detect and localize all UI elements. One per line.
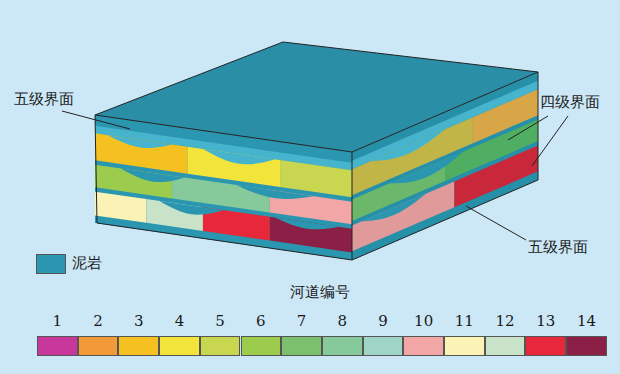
layer-patch (352, 181, 454, 251)
color-bar-cell (566, 336, 607, 356)
color-bar-cell (241, 336, 282, 356)
legend-text: 泥岩 (72, 254, 102, 272)
mud-mound (108, 135, 172, 148)
channel-number: 8 (337, 312, 347, 330)
mud-mound (389, 152, 463, 184)
color-bar-cell (159, 336, 200, 356)
channel-number: 11 (455, 312, 474, 330)
color-bar-cell (78, 336, 119, 356)
channel-number: 13 (536, 312, 555, 330)
channel-number: 3 (134, 312, 144, 330)
leader-line (508, 116, 548, 140)
layer-patch (352, 72, 538, 260)
block-edge (95, 72, 538, 152)
mud-mound (361, 193, 426, 221)
color-bar-cell (403, 336, 444, 356)
color-bar-cell (118, 336, 159, 356)
interface-label: 五级界面 (528, 238, 588, 256)
color-bar-cell (525, 336, 566, 356)
layer-patch (270, 217, 352, 253)
mud-mound (371, 129, 445, 161)
color-bar-cell (281, 336, 322, 356)
layer-patch (95, 115, 352, 260)
channel-number: 5 (215, 312, 225, 330)
mud-mound (121, 168, 185, 182)
channel-number: 12 (496, 312, 515, 330)
channel-number: 7 (297, 312, 307, 330)
color-bar-cell (485, 336, 526, 356)
layer-patch (95, 192, 146, 223)
block-outline (95, 42, 538, 260)
color-bar-cell (322, 336, 363, 356)
legend-swatch (36, 254, 66, 274)
channel-number: 1 (53, 312, 63, 330)
interface-label: 五级界面 (14, 90, 74, 108)
block-edge (352, 152, 353, 260)
leader-line (466, 206, 526, 240)
leader-line (532, 116, 568, 166)
legend-title: 河道编号 (290, 283, 350, 301)
leader-lines (62, 111, 568, 240)
leader-line (62, 111, 130, 129)
mud-mound (159, 201, 223, 215)
color-bar-cell (444, 336, 485, 356)
layer-patch (352, 81, 538, 170)
mud-mound (203, 149, 275, 164)
layer-patch (280, 160, 352, 197)
channel-number: 2 (93, 312, 103, 330)
channel-number: 6 (256, 312, 266, 330)
color-bar-cell (363, 336, 404, 356)
channel-number: 10 (414, 312, 433, 330)
channel-number: 9 (378, 312, 388, 330)
channel-number: 14 (577, 312, 596, 330)
channel-number: 4 (175, 312, 185, 330)
mud-mound (236, 185, 313, 199)
color-bar-cell (37, 336, 78, 356)
mud-mound (275, 218, 339, 230)
interface-label: 四级界面 (540, 93, 600, 111)
color-bar-cell (200, 336, 241, 356)
